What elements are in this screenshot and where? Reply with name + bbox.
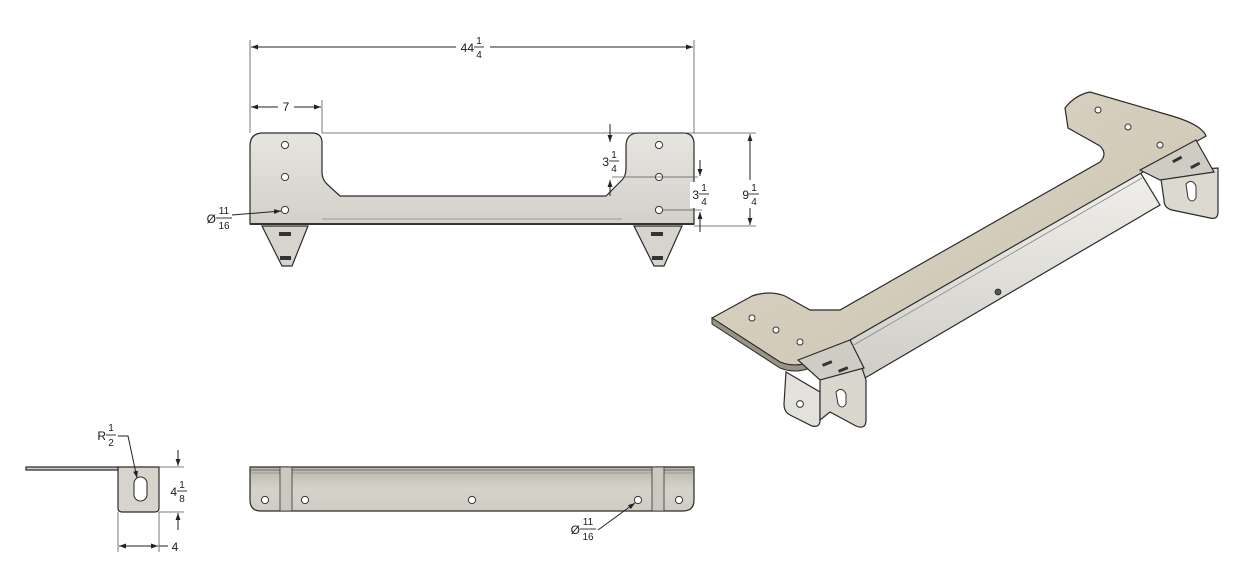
side-width-value: 4	[172, 540, 179, 554]
hole-spacing-num: 1	[611, 150, 617, 161]
top-view-hole	[654, 205, 664, 215]
side-view: R 1 2 4 1 8 4	[25, 423, 187, 554]
front-hole-leader	[597, 502, 636, 531]
left-gusset	[261, 225, 309, 267]
front-right-gusset-band	[651, 466, 665, 512]
overall-height-num: 1	[751, 183, 757, 194]
overall-length-den: 4	[476, 50, 482, 61]
front-view-hole	[300, 495, 310, 505]
left-offset-value: 7	[283, 100, 290, 114]
isometric-view	[710, 91, 1219, 428]
top-hole-dia-den: 16	[218, 221, 230, 232]
left-gusset-slot	[279, 232, 291, 236]
iso-plate-hole	[796, 338, 804, 346]
hole-to-bottom-den: 4	[701, 197, 707, 208]
hole-to-bottom-whole: 3	[692, 188, 699, 202]
iso-left-slot	[835, 388, 847, 408]
side-height-den: 8	[179, 494, 185, 505]
top-view-hole	[280, 140, 290, 150]
right-gusset	[633, 225, 683, 267]
right-gusset-slot	[651, 232, 663, 236]
top-hole-leader	[231, 209, 282, 216]
side-radius-prefix: R	[97, 429, 106, 443]
overall-length-whole: 44	[461, 41, 475, 55]
side-height-whole: 4	[170, 485, 177, 499]
iso-plate-hole	[748, 314, 756, 322]
iso-left-gusset	[796, 339, 865, 381]
side-radius-den: 2	[108, 438, 114, 449]
front-view: Ø 11 16	[249, 466, 695, 543]
overall-height-whole: 9	[742, 188, 749, 202]
iso-plate-hole	[1156, 141, 1164, 149]
left-gusset-slot-2	[280, 256, 291, 260]
iso-top-plate	[710, 91, 1207, 366]
front-hole-dia-num: 11	[583, 517, 594, 528]
front-hole-dia-den: 16	[582, 532, 594, 543]
hole-spacing-den: 4	[611, 164, 617, 175]
iso-plate-hole	[1124, 123, 1132, 131]
side-view-flange	[25, 466, 119, 471]
overall-length-num: 1	[476, 36, 482, 47]
hole-to-bottom-num: 1	[701, 183, 707, 194]
side-height-num: 1	[179, 480, 185, 491]
overall-height-den: 4	[751, 197, 757, 208]
iso-beam-hole	[994, 288, 1002, 296]
iso-right-slot	[1185, 180, 1197, 202]
front-view-face	[249, 466, 695, 512]
iso-plate-hole	[1094, 106, 1102, 114]
front-view-hole	[467, 495, 477, 505]
hole-spacing-whole: 3	[602, 155, 609, 169]
front-left-gusset-band	[279, 466, 293, 512]
front-view-hole	[260, 495, 270, 505]
top-view-hole	[280, 172, 290, 182]
top-view-plate	[249, 132, 695, 225]
iso-left-bracket-side	[783, 370, 821, 427]
side-radius-num: 1	[108, 423, 114, 434]
top-view-hole	[654, 140, 664, 150]
front-view-hole	[633, 495, 643, 505]
iso-beam-front	[849, 171, 1161, 379]
iso-left-bracket-hole	[796, 400, 804, 408]
top-hole-dia-num: 11	[219, 206, 230, 217]
top-view-hole	[280, 205, 290, 215]
iso-plate-hole	[772, 326, 780, 334]
side-view-slot	[133, 476, 148, 502]
right-gusset-slot-2	[652, 256, 663, 260]
top-view: 44 1 4 7 9 1 4 3 1 4 3 1 4	[207, 36, 762, 267]
front-hole-dia-prefix: Ø	[571, 523, 580, 537]
top-hole-dia-prefix: Ø	[207, 212, 216, 226]
front-view-hole	[674, 495, 684, 505]
